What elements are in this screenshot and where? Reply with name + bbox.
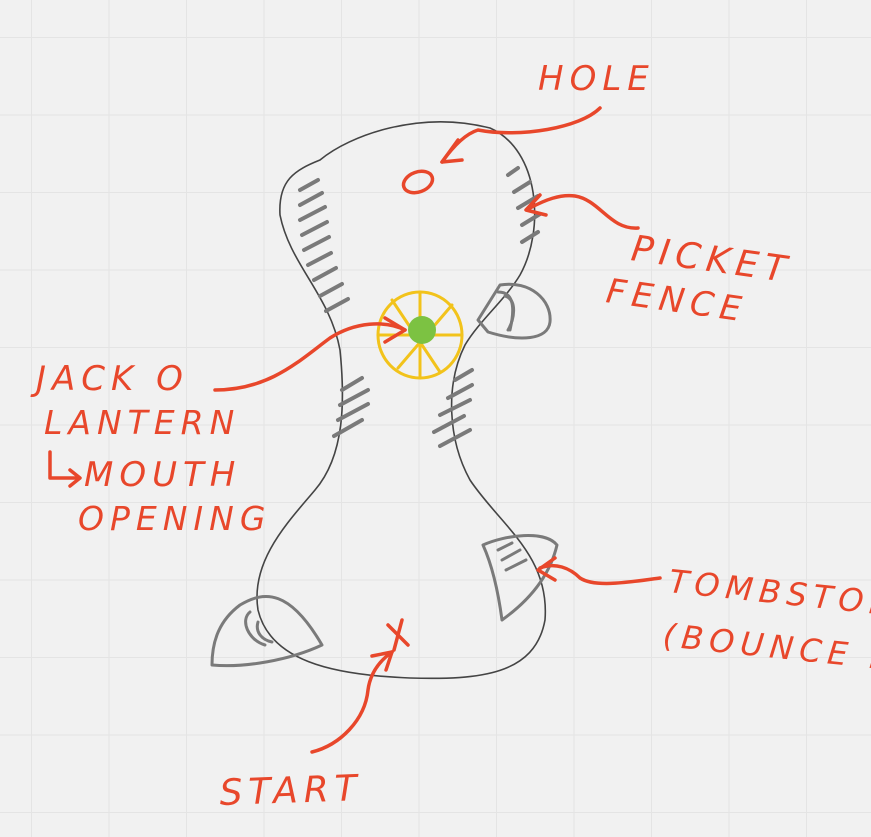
jack-o-lantern-arrow — [213, 322, 407, 392]
picket-fence-right-upper — [506, 166, 542, 244]
start-marker — [386, 618, 410, 652]
jack-o-lantern-label-line3: MOUTH — [84, 455, 241, 495]
jack-o-lantern-label-line2: LANTERN — [44, 403, 240, 442]
jack-o-lantern-label-line1: JACK O — [30, 359, 189, 399]
hole-label: HOLE — [538, 59, 655, 99]
picket-fence-arrow — [528, 193, 640, 230]
jack-o-lantern-mouth-center — [408, 316, 436, 344]
tombstone-lower-right — [481, 534, 559, 622]
tombstone-upper-right — [476, 282, 552, 340]
jack-o-lantern-arrowhead — [383, 316, 407, 344]
tombstone-lower-left — [210, 595, 324, 668]
picket-fence-left-upper — [298, 178, 350, 313]
start-arrow — [310, 650, 394, 754]
tombstone-arrowhead — [536, 556, 557, 582]
sub-item-arrow-icon — [48, 450, 82, 488]
start-label: START — [219, 768, 364, 814]
hole-arrow — [440, 106, 602, 164]
tombstone-label-line2: (BOUNCE P — [661, 616, 871, 678]
hole-arrowhead — [440, 138, 464, 164]
hole-marker — [401, 169, 435, 195]
tombstone-label-line1: TOMBSTON — [667, 562, 871, 624]
annotation-arrows — [213, 106, 662, 754]
picket-fence-left-lower — [332, 376, 370, 438]
picket-fence-right-lower — [432, 368, 474, 448]
picket-fence-arrowhead — [524, 193, 548, 217]
start-arrowhead — [370, 650, 394, 672]
jack-o-lantern-label-line4: OPENING — [78, 499, 271, 538]
tombstone-arrow — [538, 563, 662, 586]
